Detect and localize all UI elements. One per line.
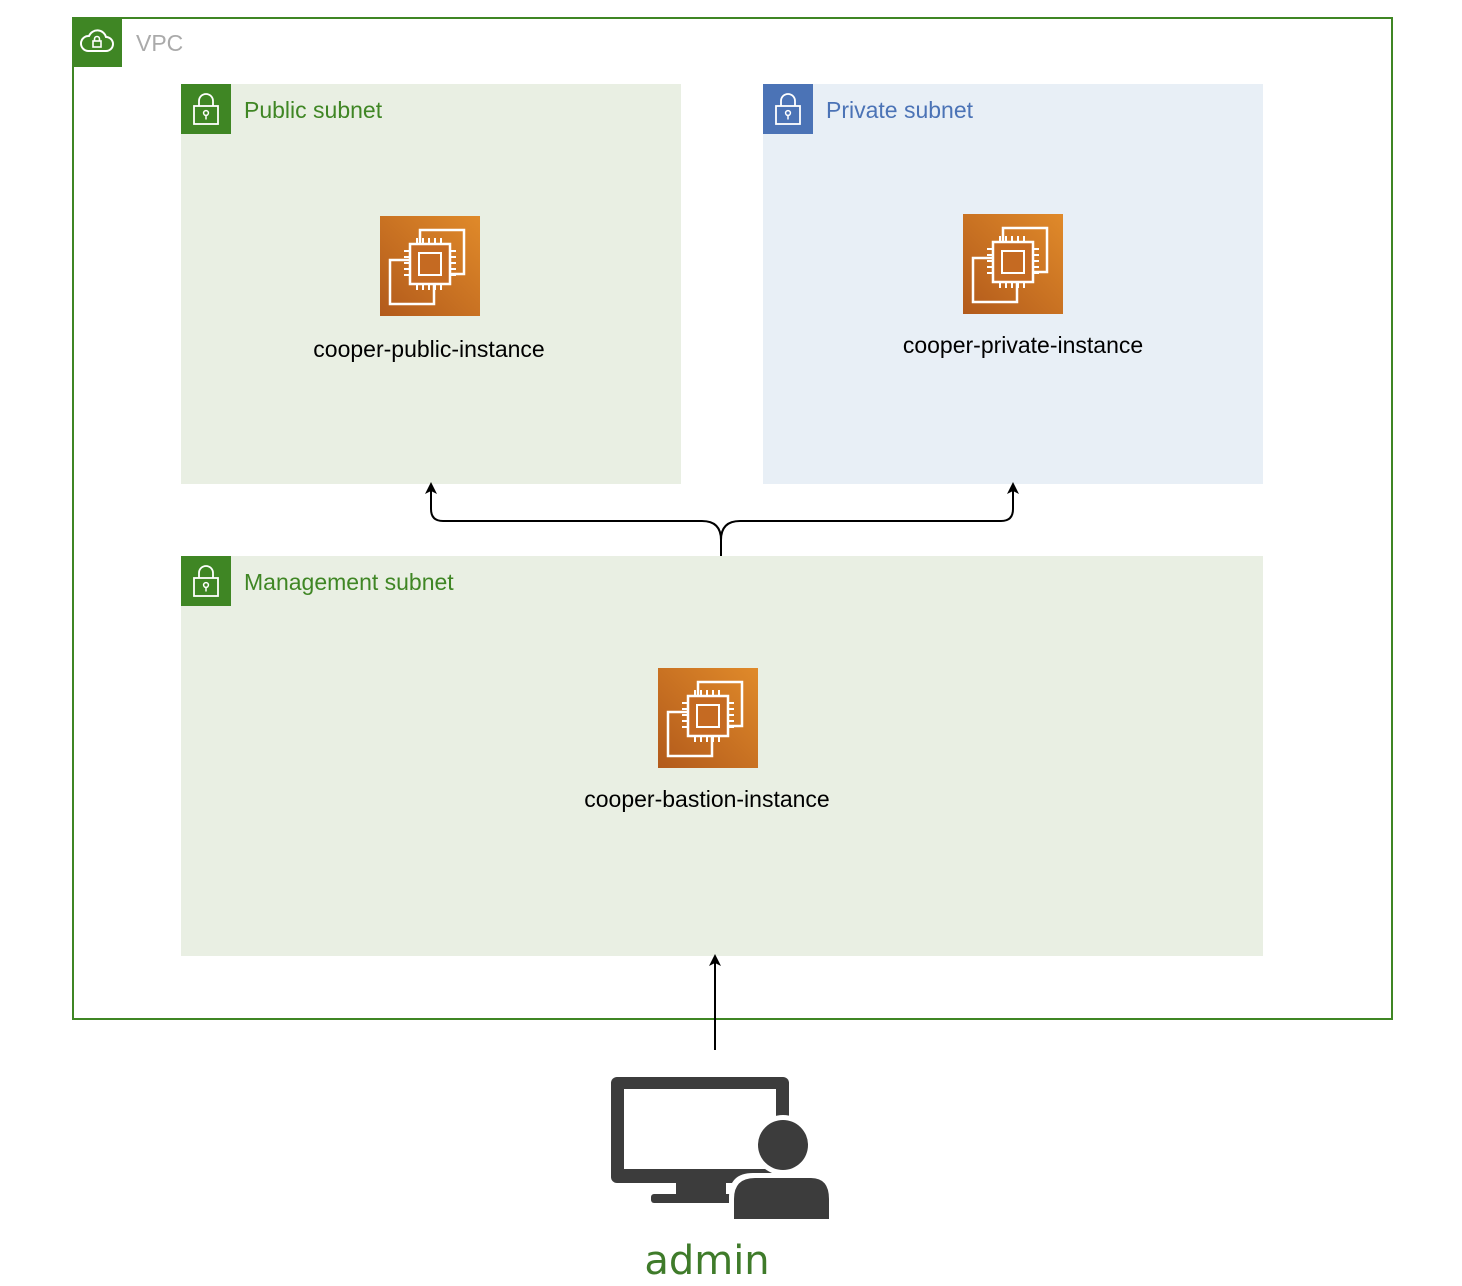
ec2-instance-icon[interactable] — [658, 668, 758, 768]
padlock-icon — [181, 84, 231, 134]
connector-mgmt-to-private — [720, 482, 1019, 556]
ec2-instance-icon[interactable] — [963, 214, 1063, 314]
public-instance-label: cooper-public-instance — [313, 336, 545, 362]
admin-label: admin — [644, 1238, 770, 1284]
private-subnet-label: Private subnet — [826, 97, 974, 123]
connector-mgmt-to-public — [425, 482, 722, 556]
padlock-icon — [763, 84, 813, 134]
bastion-instance-label: cooper-bastion-instance — [584, 786, 830, 812]
padlock-icon — [181, 556, 231, 606]
admin-user-computer-icon[interactable] — [611, 1077, 833, 1219]
public-subnet-label: Public subnet — [244, 97, 383, 123]
ec2-instance-icon[interactable] — [380, 216, 480, 316]
vpc-label: VPC — [136, 30, 184, 56]
vpc-group: VPC — [72, 17, 1393, 1020]
management-subnet-label: Management subnet — [244, 569, 454, 595]
private-subnet: Private subnet — [763, 84, 1263, 484]
vpc-cloud-lock-icon — [72, 17, 122, 67]
private-instance-label: cooper-private-instance — [902, 332, 1144, 358]
